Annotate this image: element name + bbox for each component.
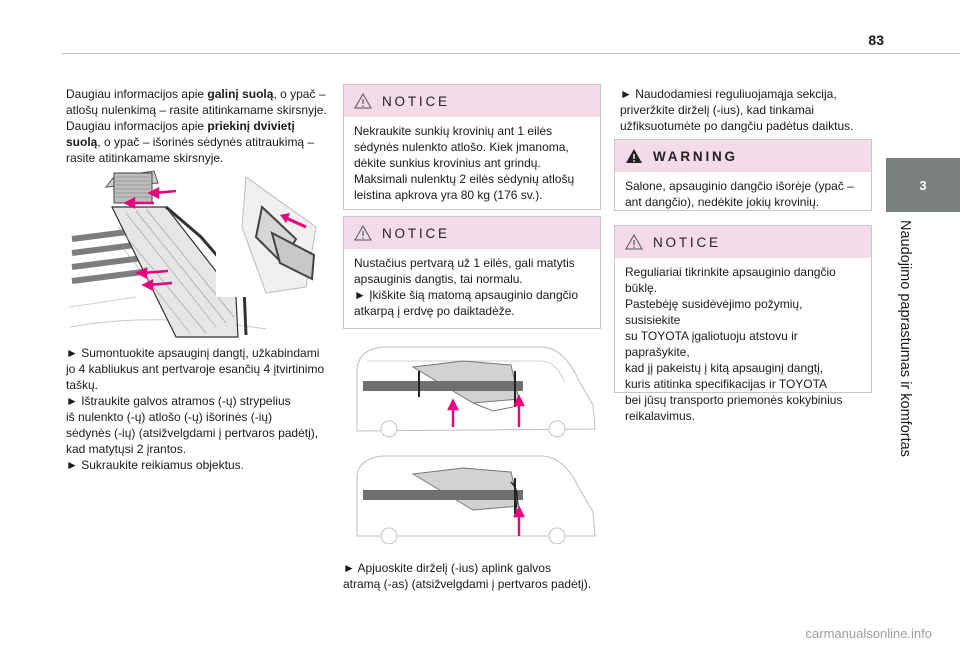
text-line: Daugiau informacijos apie galinį suolą, …: [66, 86, 328, 102]
text-line: Nekraukite sunkių krovinių ant 1 eilės: [354, 124, 553, 138]
text-line: apsauginis dangtis, tai normalu.: [354, 272, 523, 286]
text-line: būklę.: [625, 281, 658, 295]
text-run: atlošų nulenkimą – rasite atitinkamame s…: [66, 103, 327, 117]
text-line: ant dangčio), nedėkite jokių krovinių.: [625, 195, 820, 209]
notice-box-2: NOTICE Nustačius pertvarą už 1 eilės, ga…: [343, 216, 601, 329]
text-run: Daugiau informacijos apie: [66, 87, 208, 101]
warning-triangle-icon: [354, 93, 372, 109]
text-line: ► Sumontuokite apsauginį dangtį, užkabin…: [66, 346, 320, 360]
text-run: rasite atitinkamame skirsnyje.: [66, 151, 224, 165]
warning-filled-icon: [626, 149, 642, 163]
text-line: sėdynės (-ių) (atsižvelgdami į pertvaros…: [66, 426, 319, 440]
notice-box-1: NOTICE Nekraukite sunkių krovinių ant 1 …: [343, 84, 601, 210]
text-line: kad matytųsi 2 įrantos.: [66, 442, 187, 456]
warning-triangle-icon: [625, 234, 643, 250]
text-line: ► Įkiškite šią matomą apsauginio dangčio: [354, 288, 578, 302]
notice-header: NOTICE: [344, 217, 600, 249]
chapter-tab[interactable]: 3: [886, 158, 960, 212]
notice-text: Reguliariai tikrinkite apsauginio dangči…: [615, 258, 871, 432]
text-run: , o ypač – išorinės sėdynės atitraukimą …: [97, 135, 315, 149]
text-run: Daugiau informacijos apie: [66, 119, 208, 133]
seat-illustration: [66, 167, 328, 339]
text-line: suolą, o ypač – išorinės sėdynės atitrau…: [66, 134, 328, 150]
text-line: kuris atitinka specifikacijas ir TOYOTA: [625, 377, 828, 391]
van-illustration-2: [343, 452, 599, 545]
notice-title: NOTICE: [653, 234, 721, 250]
warning-box: WARNING Salone, apsauginio dangčio išorė…: [614, 139, 872, 211]
text-line: sėdynės nulenkto atlošo. Kiek įmanoma,: [354, 140, 569, 154]
text-line: priveržkite dirželį (-ius), kad tinkamai: [620, 103, 815, 117]
notice-text: Nekraukite sunkių krovinių ant 1 eilės sė…: [344, 117, 600, 211]
text-line: bei jūsų transporto priemonės kokybinius: [625, 393, 843, 407]
text-line: Pastebėję susidėvėjimo požymių, susisiek…: [625, 297, 803, 327]
warning-title: WARNING: [653, 148, 738, 164]
text-line: Maksimali nulenktų 2 eilės sėdynių atloš…: [354, 172, 575, 186]
strap-paragraph: ► Naudodamiesi reguliuojamąja sekcija, pr…: [620, 86, 876, 134]
text-line: Reguliariai tikrinkite apsauginio dangči…: [625, 265, 836, 279]
warning-text: Salone, apsauginio dangčio išorėje (ypač…: [615, 172, 871, 218]
text-line: Daugiau informacijos apie priekinį dvivi…: [66, 118, 328, 134]
bold-term: priekinį dvivietį: [207, 119, 295, 133]
text-line: užfiksuotumėte po dangčiu padėtus daiktu…: [620, 119, 854, 133]
text-line: Nustačius pertvarą už 1 eilės, gali maty…: [354, 256, 575, 270]
warning-header: WARNING: [615, 140, 871, 172]
text-line: atlošų nulenkimą – rasite atitinkamame s…: [66, 102, 328, 118]
text-line: atkarpą į erdvę po daiktadėže.: [354, 304, 515, 318]
notice-header: NOTICE: [344, 85, 600, 117]
notice-header: NOTICE: [615, 226, 871, 258]
text-line: ► Ištraukite galvos atramos (-ų) strypel…: [66, 394, 291, 408]
chapter-number: 3: [919, 177, 927, 193]
text-line: rasite atitinkamame skirsnyje.: [66, 150, 328, 166]
chapter-title: Naudojimo paprastumas ir komfortas: [897, 220, 913, 457]
steps-paragraph: ► Sumontuokite apsauginį dangtį, užkabin…: [66, 345, 328, 473]
bold-term: galinį suolą: [207, 87, 274, 101]
page-number: 83: [868, 32, 884, 48]
bold-term: suolą: [66, 135, 98, 149]
van-illustration-1: [343, 341, 599, 438]
notice-title: NOTICE: [382, 93, 450, 109]
text-line: Salone, apsauginio dangčio išorėje (ypač…: [625, 179, 854, 193]
notice-box-3: NOTICE Reguliariai tikrinkite apsauginio…: [614, 225, 872, 423]
text-line: ► Sukraukite reikiamus objektus.: [66, 458, 244, 472]
warning-triangle-icon: [354, 225, 372, 241]
text-line: kad jį pakeistų į kitą apsauginį dangtį,: [625, 361, 824, 375]
text-line: dėkite sunkius krovinius ant grindų.: [354, 156, 541, 170]
text-run: , o ypač –: [273, 87, 326, 101]
text-line: jo 4 kabliukus ant pertvaroje esančių 4 …: [66, 362, 325, 376]
notice-text: Nustačius pertvarą už 1 eilės, gali maty…: [344, 249, 600, 327]
text-line: atramą (-as) (atsižvelgdami į pertvaros …: [343, 577, 592, 591]
text-line: leistina apkrova yra 80 kg (176 sv.).: [354, 188, 543, 202]
caption-paragraph: ► Apjuoskite dirželį (-ius) aplink galvo…: [343, 560, 599, 592]
text-line: ► Apjuoskite dirželį (-ius) aplink galvo…: [343, 561, 551, 575]
text-line: iš nulenkto (-ų) atlošo (-ų) išorinės (-…: [66, 410, 273, 424]
text-line: su TOYOTA įgaliotuoju atstovu ir paprašy…: [625, 329, 798, 359]
intro-paragraph: Daugiau informacijos apie galinį suolą, …: [66, 86, 328, 166]
text-line: taškų.: [66, 378, 99, 392]
text-line: ► Naudodamiesi reguliuojamąja sekcija,: [620, 87, 837, 101]
header-rule: [62, 53, 960, 54]
watermark: carmanualsonline.info: [805, 626, 932, 641]
text-line: reikalavimus.: [625, 409, 696, 423]
notice-title: NOTICE: [382, 225, 450, 241]
